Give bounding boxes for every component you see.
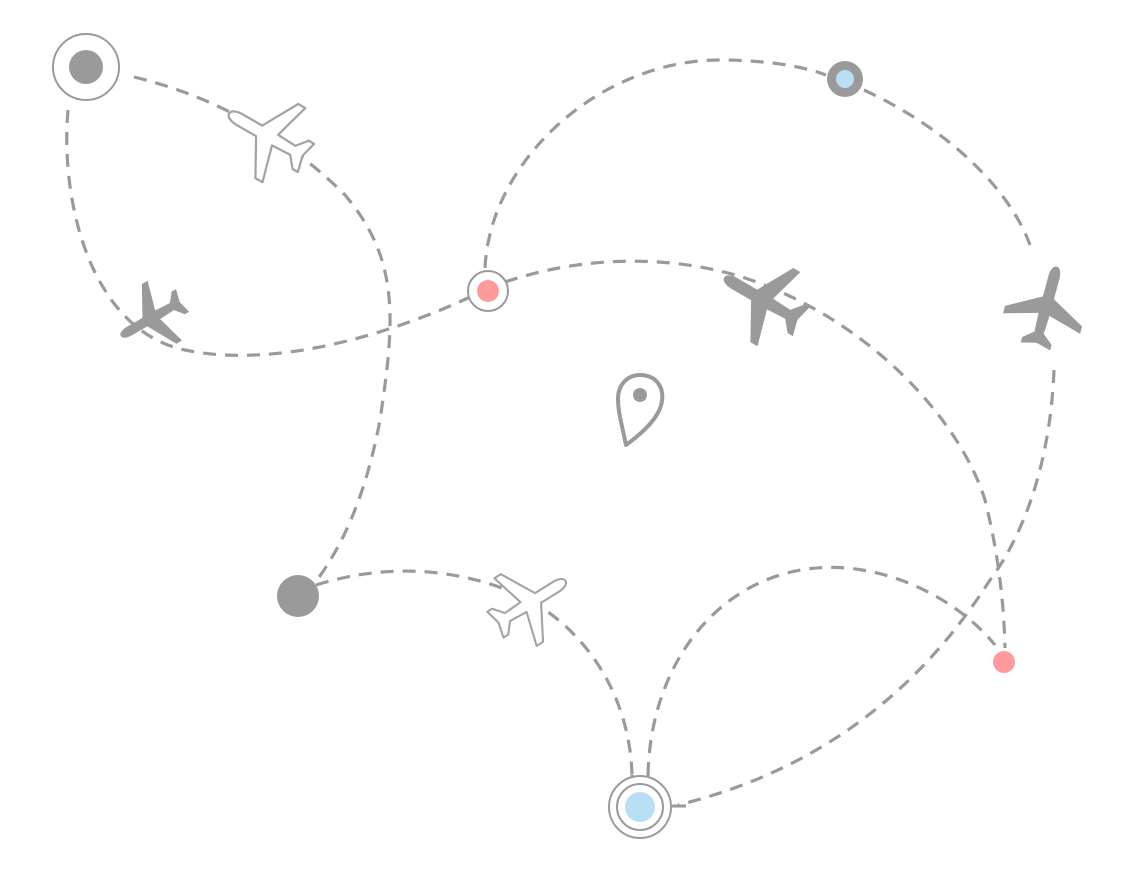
node-bottom-blue xyxy=(608,775,686,839)
route-path xyxy=(65,109,471,357)
route-path xyxy=(315,569,634,776)
route-layer xyxy=(65,58,1056,807)
route-path xyxy=(646,565,997,776)
node-center-red xyxy=(467,270,509,312)
airplane-icon xyxy=(206,75,329,197)
route-path xyxy=(133,75,392,585)
route-path xyxy=(863,88,1032,246)
route-path xyxy=(677,369,1056,807)
route-path xyxy=(483,58,827,269)
route-path xyxy=(504,259,1007,649)
airplane-icon xyxy=(702,240,823,360)
node-right-red xyxy=(993,651,1015,673)
node-top-right-blue xyxy=(827,61,863,97)
node-left-gray xyxy=(277,575,319,617)
airplane-icon xyxy=(996,256,1096,357)
map-pin-icon xyxy=(616,373,665,447)
node-top-left xyxy=(52,33,120,101)
airplane-icon xyxy=(473,545,588,660)
